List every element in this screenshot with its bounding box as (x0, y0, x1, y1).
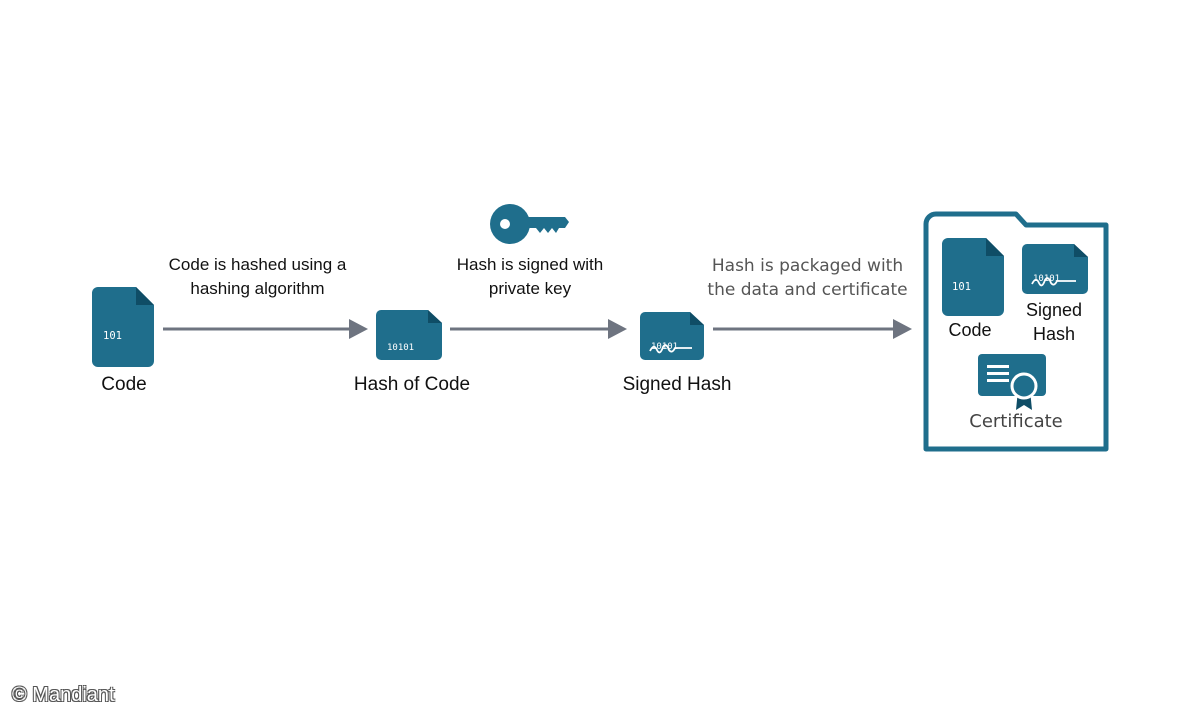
hashing-step-line: hashing algorithm (190, 279, 325, 298)
hash-bits-line: 4 9 2 3 (387, 381, 434, 394)
hashing-step-text: Code is hashed using a hashing algorithm (150, 253, 365, 301)
hashing-step-line: Code is hashed using a (168, 255, 347, 274)
certificate-icon (978, 354, 1046, 410)
package-signed-hash-document-icon: 10101 0110110 (1022, 244, 1088, 320)
certificate-label: Certificate (969, 411, 1063, 432)
package-signed-hash-bits-line: 0110110 (1033, 310, 1071, 320)
signed-hash-bits-line: 0110110 (651, 378, 689, 388)
package-code-bits: 101 01011 01101 01001 (952, 250, 984, 460)
signed-hash-bits: 10101 0110110 (651, 317, 689, 413)
signed-hash-document-icon: 10101 0110110 (640, 312, 704, 388)
hash-bits-line: 1010110 (387, 421, 425, 431)
key-icon (490, 204, 569, 244)
package-signed-hash-bits: 10101 0110110 (1033, 249, 1071, 345)
package-signed-hash-label-line: Signed (1025, 300, 1083, 320)
package-signed-hash-label: Signed Hash (1014, 298, 1094, 346)
code-label: Code (101, 374, 147, 395)
signing-arrow (450, 319, 627, 339)
copyright-watermark: © Mandiant (12, 684, 115, 706)
code-bits-line: 01101 (103, 420, 135, 432)
hashing-arrow (163, 319, 368, 339)
packaging-step-line: the data and certificate (707, 280, 908, 300)
package-code-bits-line: 101 (952, 281, 971, 293)
code-document-icon: 101 01011 01101 01001 (92, 287, 154, 477)
hash-document-icon: 10101 4 9 2 3 1010110 (376, 310, 442, 431)
code-bits-line: 101 (103, 330, 122, 342)
signed-hash-bits-line: 10101 (651, 342, 679, 352)
package-code-label: Code (948, 320, 992, 340)
hash-bits: 10101 4 9 2 3 1010110 (387, 316, 433, 459)
code-bits: 101 01011 01101 01001 (103, 299, 135, 509)
signing-step-line: private key (488, 279, 572, 298)
packaging-arrow (713, 319, 912, 339)
signed-package-folder (923, 211, 1109, 452)
packaging-step-text: Hash is packaged with the data and certi… (700, 254, 915, 302)
hash-of-code-label: Hash of Code (353, 374, 471, 395)
code-bits-line: 01001 (103, 465, 135, 477)
package-code-bits-line: 01011 (952, 326, 984, 338)
packaging-step-line: Hash is packaged with (711, 256, 904, 276)
signing-step-text: Hash is signed with private key (435, 253, 625, 301)
package-code-bits-line: 01001 (952, 416, 984, 428)
package-code-document-icon: 101 01011 01101 01001 (942, 238, 1004, 428)
code-bits-line: 01011 (103, 375, 135, 387)
package-signed-hash-label-line: Hash (1032, 324, 1076, 344)
package-signed-hash-bits-line: 10101 (1033, 274, 1061, 284)
package-code-bits-line: 01101 (952, 371, 984, 383)
hash-bits-line: 10101 (387, 343, 415, 353)
signing-step-line: Hash is signed with (456, 255, 604, 274)
signed-hash-label: Signed Hash (622, 374, 732, 395)
